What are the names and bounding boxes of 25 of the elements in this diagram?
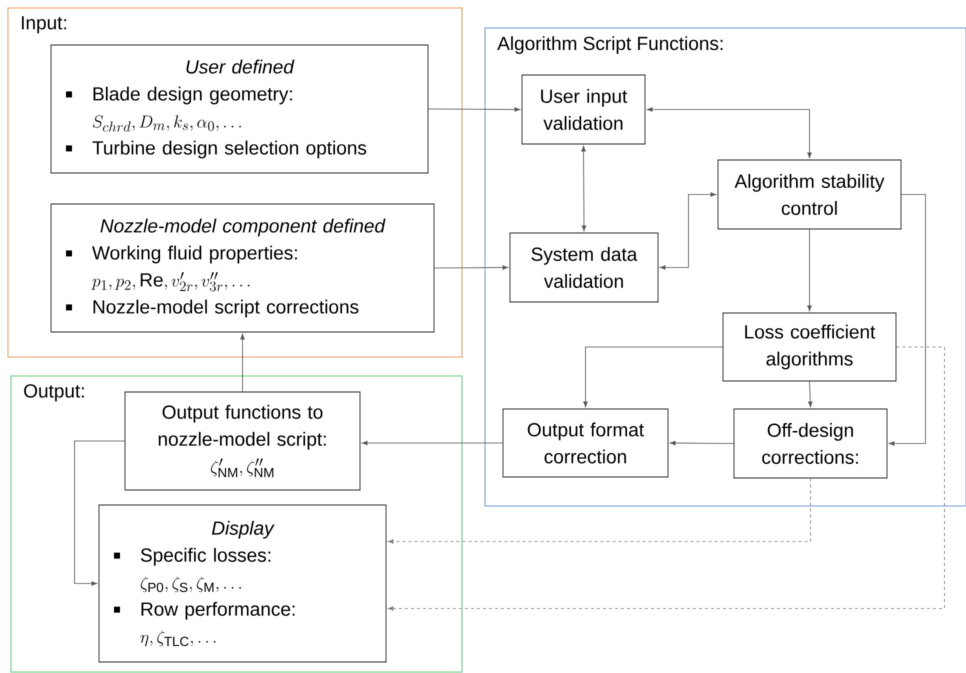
- process-box: User input validation: [522, 74, 646, 144]
- process-box: Output functions to nozzle-model script: $\zeta'_{\mathrm{NM}}, \zeta''_{\mathrm{NM}}$: [124, 392, 360, 490]
- arrow: [808, 381, 812, 408]
- arrow: [240, 334, 245, 392]
- arrow: [670, 440, 734, 446]
- arrow: [428, 107, 520, 112]
- process-box: Algorithm stability control: [718, 160, 902, 230]
- process-box: Loss coefficient algorithms: [722, 312, 896, 382]
- arrow: [888, 194, 926, 446]
- arrow: [74, 440, 125, 586]
- process-box: Output format correction: [502, 408, 668, 478]
- arrow: [388, 346, 945, 611]
- arrow: [583, 346, 723, 408]
- process-box: System data validation: [510, 232, 658, 302]
- arrow: [660, 192, 716, 270]
- process-box: Nozzle-model component defined Working fluid properties: $p_1, p_2, \mathrm{Re}, v'_{2r}, v''_{3r}, \ldots$ Nozzle-model script corrections: [50, 204, 434, 332]
- process-box: Off-design corrections:: [734, 408, 888, 478]
- arrow: [388, 478, 811, 544]
- arrow: [434, 265, 508, 270]
- arrow: [362, 440, 503, 446]
- arrow: [646, 107, 812, 158]
- arrow: [581, 146, 586, 232]
- arrow: [807, 229, 812, 312]
- process-box: Display Specific losses: $\zeta_{\mathrm{P0}}, \zeta_{\mathrm{S}}, \zeta_{\mathrm{M}}, \ldots$ Row performance: $\eta, \zeta_{\mathrm{TLC}}, \ldots$: [98, 504, 386, 662]
- process-box: User defined Blade design geometry: $S_{chrd}, D_m, k_s, \alpha_0, \ldots$ Turbine design selection options: [50, 44, 428, 174]
